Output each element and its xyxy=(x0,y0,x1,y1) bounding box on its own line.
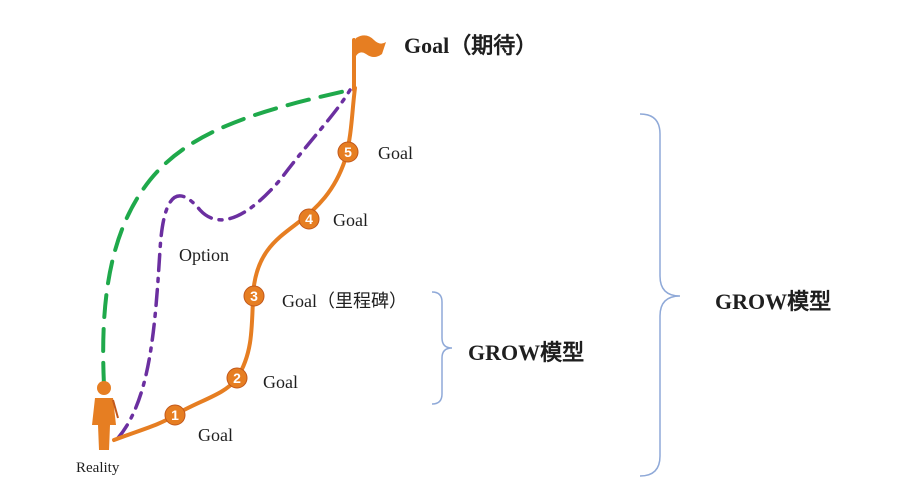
milestone-5-number: 5 xyxy=(344,144,352,160)
outer-brace xyxy=(639,113,681,477)
reality-label: Reality xyxy=(76,460,120,476)
milestone-4-number: 4 xyxy=(305,211,313,227)
grow-outer-label: GROW模型 xyxy=(715,289,832,314)
flag-icon xyxy=(352,35,386,92)
goal-3-label: Goal（里程碑） xyxy=(282,291,407,311)
milestone-1-number: 1 xyxy=(171,407,179,423)
goal-4-label: Goal xyxy=(333,210,368,230)
grow-inner-label: GROW模型 xyxy=(468,340,585,365)
milestone-2: 2 xyxy=(226,367,248,389)
goal-top-label: Goal（期待） xyxy=(404,33,538,58)
milestone-2-number: 2 xyxy=(233,370,241,386)
milestone-3: 3 xyxy=(243,285,265,307)
goal-2-label: Goal xyxy=(263,372,298,392)
milestone-3-number: 3 xyxy=(250,288,258,304)
purple-option-path xyxy=(116,88,352,440)
milestone-1: 1 xyxy=(164,404,186,426)
milestone-4: 4 xyxy=(298,208,320,230)
goal-1-label: Goal xyxy=(198,425,233,445)
goal-5-label: Goal xyxy=(378,143,413,163)
green-dashed-path xyxy=(101,88,352,387)
inner-brace xyxy=(431,291,453,405)
person-icon xyxy=(92,381,119,450)
option-label: Option xyxy=(179,245,230,265)
milestone-5: 5 xyxy=(337,141,359,163)
